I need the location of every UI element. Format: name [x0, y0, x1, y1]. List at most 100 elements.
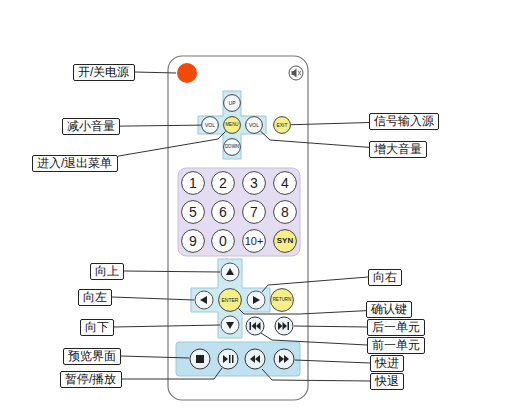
- callout-label: 后一单元: [372, 320, 420, 334]
- rewind-icon: [255, 355, 260, 363]
- callout-label: 向右: [373, 270, 397, 284]
- leader-lines: [112, 72, 370, 381]
- remote-button: 7: [242, 200, 266, 224]
- next-button: [275, 317, 293, 335]
- button-circle: [202, 117, 219, 134]
- leader-line: [294, 326, 367, 327]
- previous-icon: [250, 322, 252, 330]
- leader-line: [135, 72, 176, 73]
- stop-button: [190, 349, 210, 369]
- button-label: ENTER: [222, 298, 239, 303]
- remote-button: 10+: [242, 229, 266, 253]
- callout-box: 快退: [370, 373, 404, 390]
- remote-button: 3: [242, 171, 266, 195]
- callout-box: 前一单元: [367, 337, 425, 354]
- previous-icon: [252, 322, 257, 330]
- connector: [118, 131, 226, 156]
- left-icon: [200, 296, 207, 304]
- button-label: VOL: [205, 123, 215, 128]
- leader-line: [121, 356, 189, 358]
- next-icon: [278, 322, 283, 330]
- mute-icon: [292, 69, 297, 78]
- callout-label: 前一单元: [372, 338, 420, 352]
- button-label: 4: [281, 176, 289, 190]
- power-button: [177, 63, 197, 83]
- button-circle: [212, 172, 235, 195]
- leader-line: [124, 271, 220, 272]
- callout-box: 信号输入源: [369, 113, 439, 130]
- button-circle: [212, 201, 235, 224]
- callout-label: 开/关电源: [78, 65, 129, 79]
- remote-body: [168, 56, 308, 400]
- fast-forward-button: [274, 349, 294, 369]
- remote-button: MENU: [223, 116, 241, 134]
- button-circle: [243, 201, 266, 224]
- button-label: 5: [189, 205, 197, 219]
- button-circle: [182, 201, 205, 224]
- remote-button: RETURN: [270, 288, 294, 312]
- fast-forward-icon: [284, 355, 289, 363]
- button-circle: [224, 117, 241, 134]
- button-circle: [271, 289, 294, 312]
- callout-label: 信号输入源: [374, 114, 434, 128]
- button-label: VOL: [249, 123, 259, 128]
- rewind-button: [245, 349, 265, 369]
- button-label: SYN: [277, 237, 293, 245]
- number-pad: [178, 168, 300, 256]
- up-button: [221, 263, 239, 281]
- button-circle: [182, 172, 205, 195]
- callout-box: 开/关电源: [73, 64, 135, 81]
- previous-button: [246, 317, 264, 335]
- mute-button: [289, 66, 303, 80]
- menu-cross-pad: [198, 91, 266, 159]
- callout-label: 减小音量: [67, 119, 115, 133]
- button-label: 7: [250, 205, 258, 219]
- button-label: 0: [219, 234, 227, 248]
- callout-label: 向上: [95, 264, 119, 278]
- media-icons: [196, 322, 289, 363]
- next-icon: [283, 322, 288, 330]
- button-label: 10+: [245, 236, 264, 247]
- connector: [291, 123, 369, 125]
- button-label: UP: [229, 101, 236, 106]
- callout-label: 增大音量: [374, 142, 422, 156]
- button-circle: [243, 172, 266, 195]
- button-label: 1: [189, 176, 197, 190]
- button-label: MENU: [225, 123, 238, 128]
- button-label: 3: [250, 176, 258, 190]
- button-circle: [274, 230, 297, 253]
- remote-button: UP: [223, 94, 241, 112]
- play-pause-button: [218, 349, 238, 369]
- next-icon: [288, 322, 290, 330]
- play-icon: [223, 355, 228, 363]
- remote-button: 2: [211, 171, 235, 195]
- remote-button: 1: [181, 171, 205, 195]
- button-circle: [274, 117, 291, 134]
- callout-label: 快退: [375, 374, 399, 388]
- remote-button: 4: [273, 171, 297, 195]
- remote-button: 9: [181, 229, 205, 253]
- leader-line: [114, 325, 220, 327]
- button-label: RETURN: [273, 298, 292, 303]
- callout-label: 快进: [375, 356, 399, 370]
- button-circle: [274, 201, 297, 224]
- callout-box: 向右: [368, 269, 402, 286]
- media-panel: [176, 342, 300, 376]
- navigation-cross-pad: [191, 259, 270, 338]
- remote-button: VOL: [245, 116, 263, 134]
- button-label: 9: [189, 234, 197, 248]
- callout-box: 向上: [90, 263, 124, 280]
- callout-box: 预览界面: [63, 348, 121, 365]
- callout-label: 进入/退出菜单: [37, 156, 112, 170]
- button-label: EXIT: [276, 123, 287, 128]
- callout-box: 进入/退出菜单: [32, 155, 118, 172]
- button-circle: [274, 172, 297, 195]
- button-label: 2: [219, 176, 227, 190]
- leader-line: [122, 368, 222, 379]
- remote-button: EXIT: [273, 116, 291, 134]
- leader-line: [112, 297, 194, 300]
- callout-box: 向左: [78, 289, 112, 306]
- button-circle: [219, 289, 242, 312]
- remote-button: 0: [211, 229, 235, 253]
